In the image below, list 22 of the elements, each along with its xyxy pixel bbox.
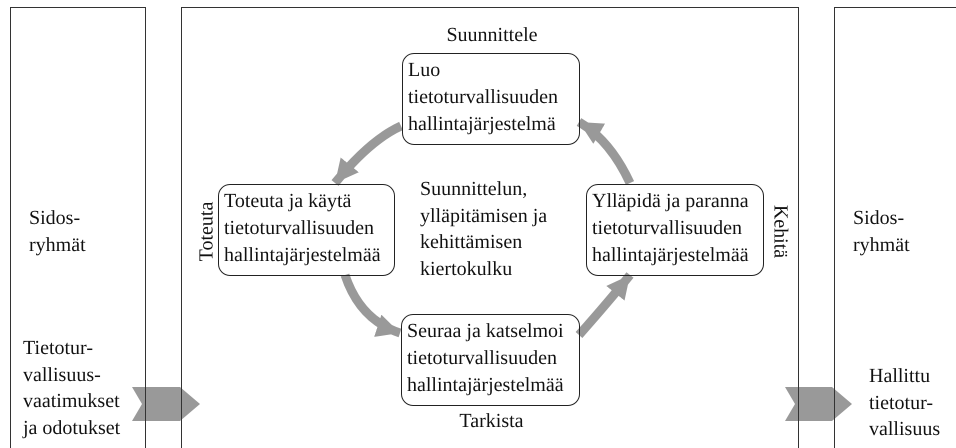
chevron-arrow [132,387,200,421]
curved-arrow [576,118,634,185]
curved-arrow [332,122,403,186]
chevron-arrow [785,387,852,421]
box-text: Ylläpidä ja paranna tietoturvallisuuden hallintajärjestelmää [592,189,750,268]
box-text: Toteuta ja käytä tietoturvallisuuden hallintajärjestelmää [224,189,382,268]
cycle-caption: Suunnittelun, ylläpitämisen ja kehittämisen kiertokulku [420,177,548,282]
curved-arrow [340,273,402,338]
phase-label: Suunnittele [445,23,539,48]
panel [181,7,799,448]
panel [834,7,956,448]
box-text: Luo tietoturvallisuuden hallintajärjestelmä [408,58,559,137]
box-text: Seuraa ja katselmoi tietoturvallisuuden hallintajärjestelmää [407,319,565,398]
curved-arrow [576,272,634,338]
panel [10,7,146,448]
phase-label: Toteuta [194,200,218,264]
phase-label: Tarkista [458,409,525,434]
flow-text: Tietotur- vallisuus- vaatimukset ja odotukset [23,335,127,441]
flow-text: Hallittu tietotur- vallisuus [869,363,951,442]
phase-label: Kehitä [768,204,792,260]
panel-title: Sidos- ryhmät [853,206,911,258]
panel-title: Sidos- ryhmät [29,206,87,258]
